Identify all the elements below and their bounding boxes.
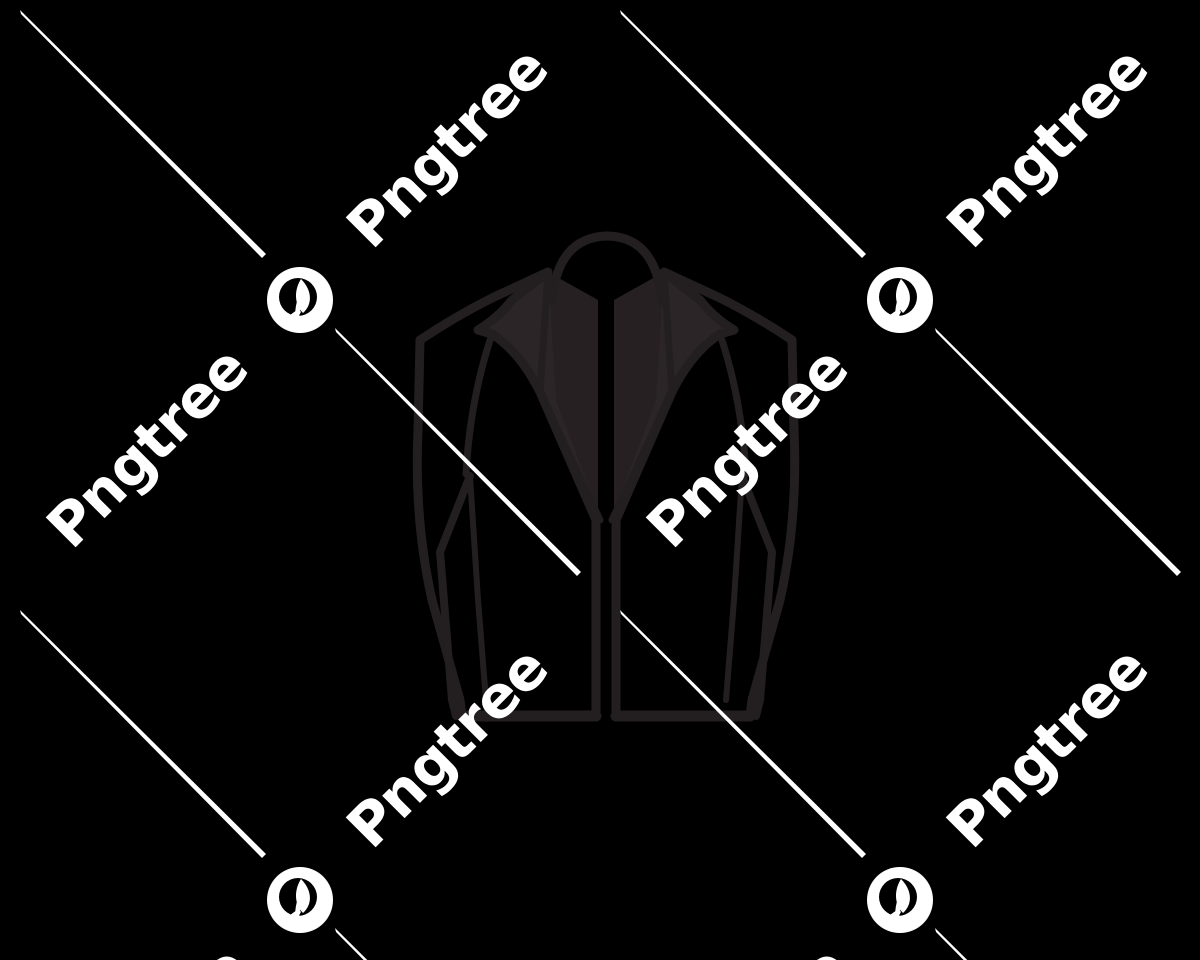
right-lapel-edge: [608, 268, 676, 524]
left-sleeve-crease: [467, 473, 489, 703]
jacket-right-body-outline: [611, 267, 800, 721]
collar-neck-arc: [547, 231, 667, 307]
right-armhole-line: [716, 330, 750, 478]
right-collar-fold: [614, 272, 664, 512]
left-armhole-line: [462, 330, 496, 478]
right-sleeve-crease: [723, 473, 745, 703]
